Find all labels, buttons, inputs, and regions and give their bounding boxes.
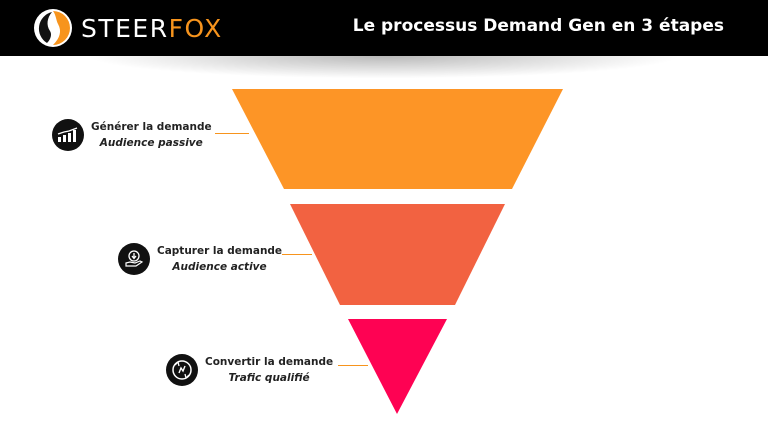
brand-name-part2: FOX [168,13,223,43]
stage-text: Convertir la demande Trafic qualifié [205,354,333,386]
stage-text: Capturer la demande Audience active [157,243,282,275]
stage-connector [215,133,249,134]
stage-icon-wrap [166,354,198,386]
brand-wordmark: STEERFOX [81,14,223,43]
stage-connector [282,254,312,255]
fox-logo-icon [34,9,72,47]
header-shadow [0,56,768,88]
stage-title: Convertir la demande [205,356,334,368]
funnel-stage-1 [232,89,563,189]
stage-capturer: Capturer la demande Audience active [118,243,282,275]
page-title: Le processus Demand Gen en 3 étapes [352,16,724,36]
stage-icon-wrap [118,243,150,275]
stage-subtitle: Trafic qualifié [228,372,310,384]
brand-logo[interactable]: STEERFOX [33,7,223,49]
conversion-cycle-icon [172,360,192,380]
stage-connector [338,365,368,366]
bar-chart-growth-icon [57,127,78,142]
stage-title: Générer la demande [91,121,212,133]
stage-generer: Générer la demande Audience passive [52,119,212,151]
stage-text: Générer la demande Audience passive [91,119,212,151]
stage-subtitle: Audience active [172,261,267,273]
stage-icon-wrap [52,119,84,151]
stage-subtitle: Audience passive [99,137,203,149]
stage-convertir: Convertir la demande Trafic qualifié [166,354,333,386]
brand-name-part1: STEER [81,13,169,43]
funnel-stage-3 [348,319,447,414]
stage-title: Capturer la demande [157,245,283,257]
header-bar: STEERFOX Le processus Demand Gen en 3 ét… [0,0,768,56]
hand-receive-arrow-icon [125,250,144,267]
funnel-stage-2 [290,204,505,305]
